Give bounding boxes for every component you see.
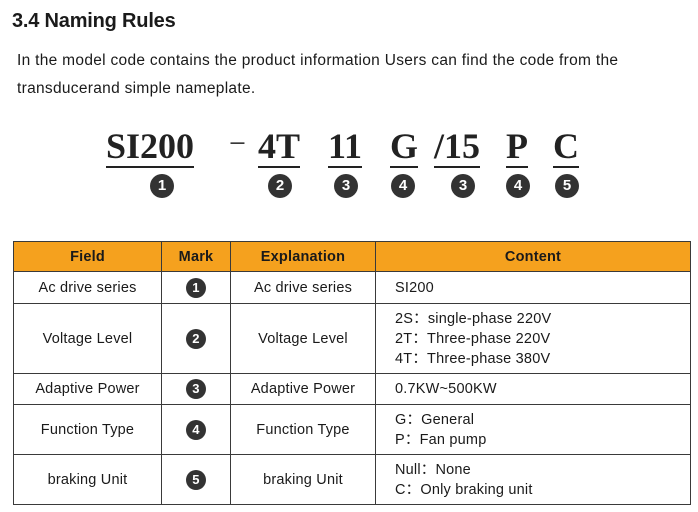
cell-field: Function Type — [13, 404, 162, 455]
cell-field: braking Unit — [13, 454, 162, 505]
cell-content: Null：None C：Only braking unit — [375, 454, 691, 505]
cell-explanation: Function Type — [230, 404, 376, 455]
marker-5: 5 — [555, 174, 579, 198]
cell-content: G：General P：Fan pump — [375, 404, 691, 455]
cell-field: Adaptive Power — [13, 373, 162, 405]
marker-3: 3 — [334, 174, 358, 198]
content-line: G：General — [395, 411, 475, 428]
header-content: Content — [375, 241, 691, 272]
cell-explanation: Adaptive Power — [230, 373, 376, 405]
mark-badge: 4 — [186, 419, 206, 440]
content-line: 0.7KW~500KW — [395, 381, 497, 397]
cell-content: SI200 — [375, 271, 691, 304]
code-series: SI200 — [106, 126, 195, 168]
mark-badge: 2 — [186, 328, 206, 349]
table-row: Function Type 4 Function Type G：General … — [13, 404, 691, 455]
cell-explanation: braking Unit — [230, 454, 376, 505]
content-line: C：Only braking unit — [395, 481, 533, 498]
header-mark: Mark — [161, 241, 231, 272]
code-braking: C — [553, 126, 579, 168]
code-power: 11 — [328, 126, 363, 168]
naming-rules-table: Field Mark Explanation Content Ac drive … — [13, 241, 691, 505]
code-function-2: P — [506, 126, 528, 168]
content-line: 4T：Three-phase 380V — [395, 350, 551, 367]
code-voltage: 4T — [258, 126, 301, 168]
marker-2: 2 — [268, 174, 292, 198]
content-line: Null：None — [395, 461, 471, 478]
code-power-2: /15 — [434, 126, 481, 168]
header-explanation: Explanation — [230, 241, 376, 272]
cell-field: Voltage Level — [13, 303, 162, 374]
marker-4: 4 — [391, 174, 415, 198]
intro-paragraph: In the model code contains the product i… — [17, 52, 619, 97]
content-line: 2T：Three-phase 220V — [395, 330, 551, 347]
content-line: P：Fan pump — [395, 431, 487, 448]
mark-badge: 1 — [186, 277, 206, 298]
code-function: G — [390, 126, 419, 168]
cell-explanation: Ac drive series — [230, 271, 376, 304]
content-line: SI200 — [395, 279, 434, 296]
code-dash: − — [229, 127, 246, 160]
marker-3b: 3 — [451, 174, 475, 198]
table-row: Ac drive series 1 Ac drive series SI200 — [13, 271, 691, 304]
section-title: 3.4 Naming Rules — [12, 10, 176, 32]
table-row: Adaptive Power 3 Adaptive Power 0.7KW~50… — [13, 373, 691, 405]
mark-badge: 5 — [186, 469, 206, 490]
cell-content: 0.7KW~500KW — [375, 373, 691, 405]
header-field: Field — [13, 241, 162, 272]
table-row: Voltage Level 2 Voltage Level 2S：single-… — [13, 303, 691, 374]
content-line: 2S：single-phase 220V — [395, 310, 552, 327]
cell-field: Ac drive series — [13, 271, 162, 304]
cell-explanation: Voltage Level — [230, 303, 376, 374]
mark-badge: 3 — [186, 379, 206, 399]
marker-1: 1 — [150, 174, 174, 198]
table-row: braking Unit 5 braking Unit Null：None C：… — [13, 454, 691, 505]
cell-content: 2S：single-phase 220V 2T：Three-phase 220V… — [375, 303, 691, 374]
table-header-row: Field Mark Explanation Content — [13, 241, 691, 272]
marker-4b: 4 — [506, 174, 530, 198]
